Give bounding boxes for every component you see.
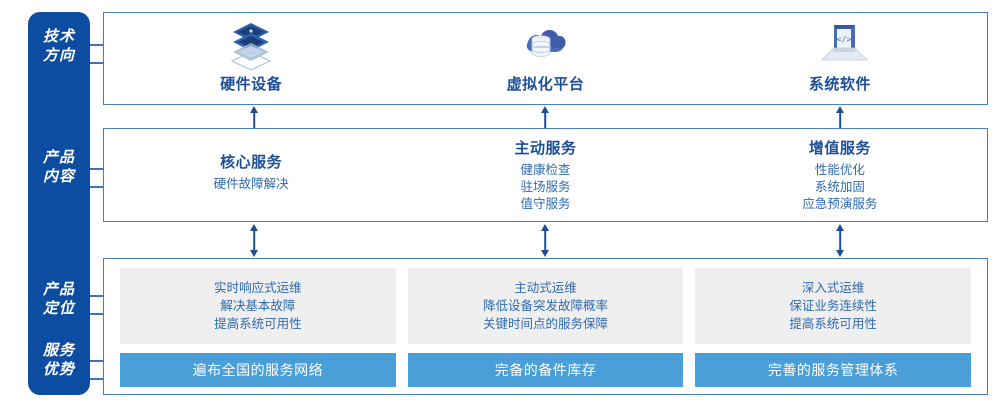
tech-item-label: 系统软件 [808,76,871,93]
svg-text:</>: </> [837,35,852,44]
arrow-head-up [836,224,844,231]
rail-label-tech-direction: 技术 方向 [28,27,90,65]
arrow-shaft [544,230,546,251]
advantage-bar-2[interactable]: 完备的备件库存 [407,353,684,387]
category-rail [28,12,90,395]
tech-item-hardware[interactable]: 硬件设备 [104,13,398,104]
rail-label-line1: 产品 [42,281,75,298]
arrow-head-up [541,224,549,231]
content-line: 应急预演服务 [802,197,878,211]
arrow-up-hardware [244,106,264,128]
arrow-up-system-software [830,106,850,128]
rail-label-line1: 服务 [42,342,75,359]
content-line: 驻场服务 [520,180,571,194]
position-card-1[interactable]: 实时响应式运维 解决基本故障 提高系统可用性 [120,268,396,344]
rail-label-line2: 方向 [42,47,75,64]
position-line: 降低设备突发故障概率 [483,299,609,313]
arrow-head-down [250,250,258,257]
arrow-shaft [839,230,841,251]
position-card-2[interactable]: 主动式运维 降低设备突发故障概率 关键时间点的服务保障 [407,268,684,344]
content-line: 值守服务 [520,197,571,211]
bottom-column-1: 实时响应式运维 解决基本故障 提高系统可用性 遍布全国的服务网络 [120,268,396,387]
content-line: 性能优化 [814,163,865,177]
content-item-title: 增值服务 [808,140,871,157]
cloud-database-icon [527,30,566,57]
arrow-shaft [253,112,255,128]
content-item-proactive-service[interactable]: 主动服务 健康检查 驻场服务 值守服务 [398,129,692,221]
position-line: 深入式运维 [801,281,865,295]
tech-item-label: 硬件设备 [220,76,283,93]
content-item-lines: 性能优化 系统加固 应急预演服务 [802,162,877,213]
rail-label-line1: 技术 [42,28,75,45]
product-position-advantage-panel: 实时响应式运维 解决基本故障 提高系统可用性 遍布全国的服务网络 主动式运维 降… [103,258,988,395]
position-line: 实时响应式运维 [214,281,302,295]
position-line: 关键时间点的服务保障 [483,317,609,331]
content-item-core-service[interactable]: 核心服务 硬件故障解决 [104,129,398,221]
arrow-double-column-3 [830,224,850,257]
laptop-code-icon: </> [820,25,868,61]
position-line: 保证业务连续性 [789,299,877,313]
tech-item-virtualization[interactable]: 虚拟化平台 [398,13,692,104]
rail-label-line2: 内容 [42,168,75,185]
arrow-head-up [541,106,549,113]
rail-label-line1: 产品 [42,149,75,166]
content-line: 健康检查 [520,163,571,177]
connector-content-lower [90,186,104,188]
bottom-column-3: 深入式运维 保证业务连续性 提高系统可用性 完善的服务管理体系 [695,268,972,387]
content-item-title: 核心服务 [220,154,283,171]
position-line: 提高系统可用性 [789,317,877,331]
tech-item-label: 虚拟化平台 [506,76,585,93]
connector-advantage-lower [90,378,104,380]
connector-tech-lower [90,62,104,64]
arrow-head-up [250,224,258,231]
rail-label-product-content: 产品 内容 [28,148,90,186]
advantage-bar-1[interactable]: 遍布全国的服务网络 [120,353,396,387]
connector-position-upper [90,295,104,297]
position-card-3[interactable]: 深入式运维 保证业务连续性 提高系统可用性 [695,268,972,344]
content-item-title: 主动服务 [514,140,577,157]
rail-label-product-position: 产品 定位 [28,280,90,318]
rail-label-line2: 定位 [42,300,75,317]
server-stack-icon [230,23,272,71]
position-line: 主动式运维 [514,281,577,295]
connector-content-upper [90,168,104,170]
content-line: 系统加固 [814,180,865,194]
tech-item-system-software[interactable]: </> 系统软件 [693,13,987,104]
connector-tech-upper [90,44,104,46]
content-item-lines: 健康检查 驻场服务 值守服务 [520,162,570,213]
rail-label-service-advantage: 服务 优势 [28,341,90,379]
content-line: 硬件故障解决 [213,177,289,191]
position-line: 提高系统可用性 [214,317,302,331]
arrow-up-virtualization [535,106,555,128]
connector-advantage-upper [90,360,104,362]
connector-position-lower [90,313,104,315]
arrow-shaft [544,112,546,128]
arrow-double-column-1 [244,224,264,257]
bottom-column-2: 主动式运维 降低设备突发故障概率 关键时间点的服务保障 完备的备件库存 [407,268,684,387]
content-item-lines: 硬件故障解决 [214,176,289,193]
arrow-head-up [836,106,844,113]
arrow-shaft [839,112,841,128]
arrow-shaft [253,230,255,251]
content-item-value-added-service[interactable]: 增值服务 性能优化 系统加固 应急预演服务 [693,129,987,221]
advantage-bar-3[interactable]: 完善的服务管理体系 [695,353,972,387]
arrow-head-up [250,106,258,113]
arrow-head-down [836,250,844,257]
arrow-head-down [541,250,549,257]
product-content-panel: 核心服务 硬件故障解决 主动服务 健康检查 驻场服务 值守服务 增值服务 性能优… [103,128,988,222]
position-line: 解决基本故障 [220,299,296,313]
arrow-double-column-2 [535,224,555,257]
tech-direction-panel: 硬件设备 虚拟化平台 </> [103,12,988,105]
rail-label-line2: 优势 [42,361,75,378]
